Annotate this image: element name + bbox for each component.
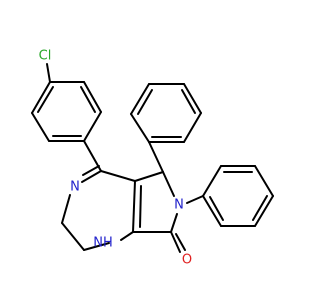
bond (82, 165, 100, 176)
bond (137, 89, 153, 115)
bond (81, 170, 102, 183)
amine-nh-label: NH (93, 236, 113, 251)
bond (202, 195, 222, 227)
bond (61, 194, 71, 224)
amide-nitrogen-label: N (174, 198, 184, 213)
bond (254, 195, 274, 227)
carbonyl-oxygen-label: O (182, 253, 192, 268)
bond (209, 196, 224, 221)
bond (100, 170, 136, 182)
bond (61, 222, 85, 251)
bond (254, 165, 274, 197)
bond (186, 195, 204, 204)
bond (80, 86, 96, 113)
molecule-diagram: Cl N N NH O (31, 49, 274, 268)
structure-canvas: Cl N N NH O (31, 49, 274, 268)
atom-labels: Cl N N NH O (39, 49, 192, 268)
bond (37, 86, 54, 113)
chlorine-atom-label: Cl (39, 49, 52, 64)
bond (46, 63, 51, 83)
bond (132, 180, 136, 233)
bond (120, 231, 134, 241)
bond (202, 165, 222, 197)
bond (183, 112, 202, 143)
bond (252, 195, 268, 221)
bond (130, 113, 150, 143)
bond (162, 171, 175, 197)
bond (31, 81, 51, 114)
bonds (31, 63, 274, 253)
bond (83, 242, 110, 251)
bond (181, 89, 196, 114)
bond (139, 185, 142, 228)
bond (130, 83, 150, 115)
imine-nitrogen-label: N (70, 180, 80, 195)
bond (83, 81, 102, 113)
bond (134, 171, 164, 182)
bond (170, 213, 178, 233)
bond (83, 111, 102, 142)
bond (31, 112, 50, 142)
bond (148, 141, 164, 173)
bond (175, 233, 186, 251)
bond (170, 231, 181, 253)
bond (183, 83, 202, 114)
